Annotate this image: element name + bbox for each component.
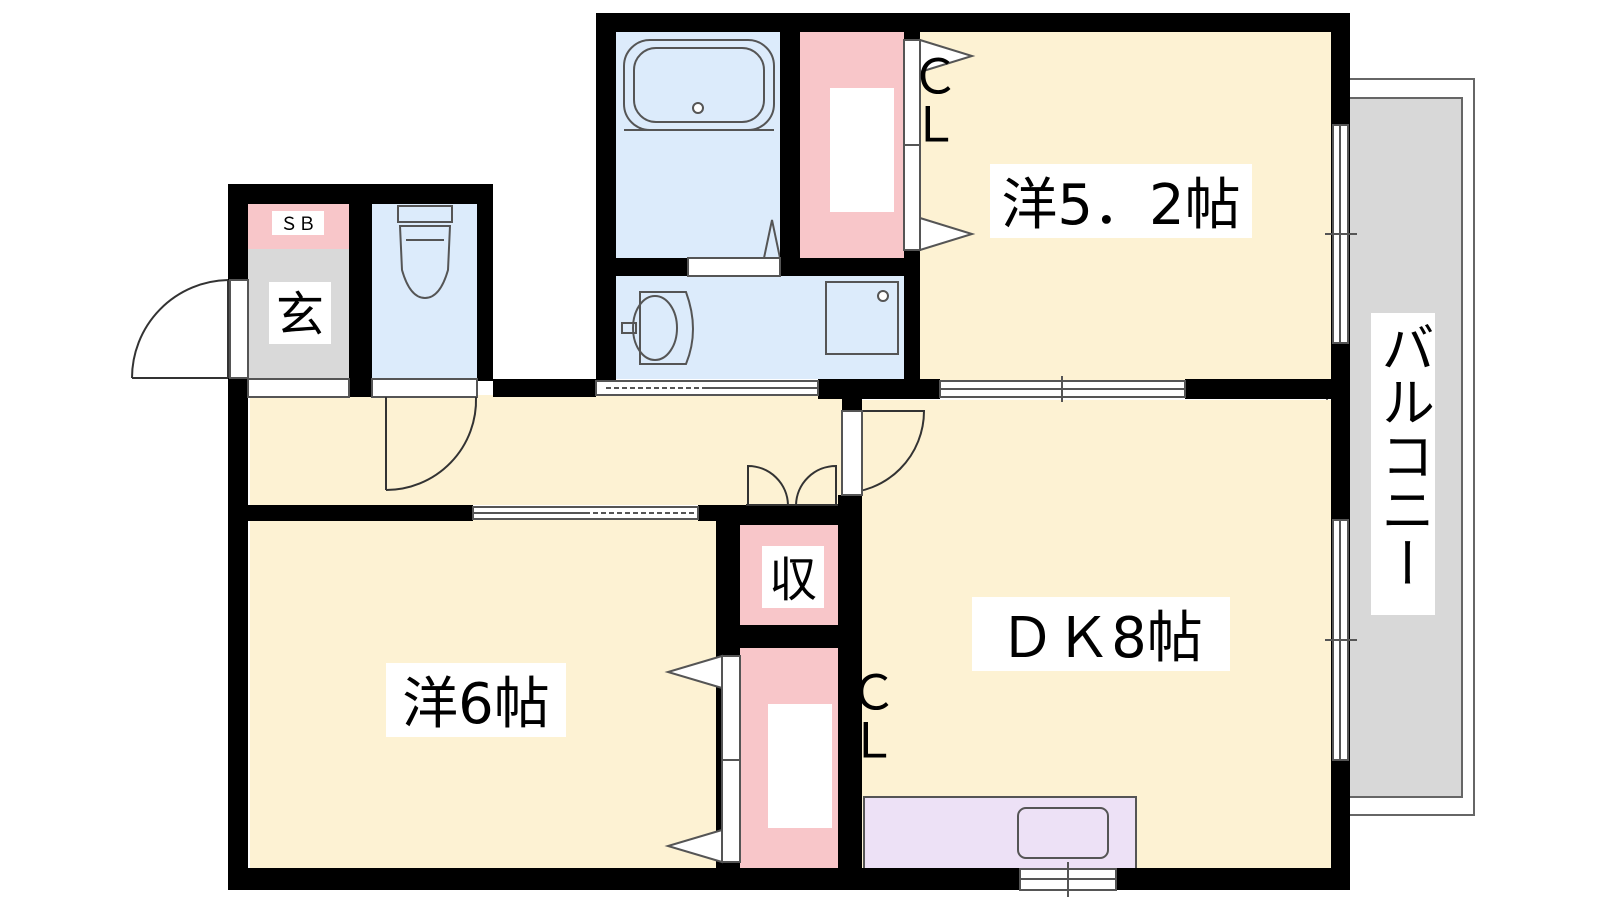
room-5-2-label-group: 洋5．2帖 [990,164,1252,238]
washing-machine-pan [825,281,899,355]
toilet-fixture [397,205,453,300]
balcony-area [1326,78,1475,816]
balcony-label: バルコニー [1372,320,1435,590]
dk-8-label: ＤＫ8帖 [999,606,1203,671]
hallway-floor [250,395,862,505]
genkan-label: 玄 [276,287,324,343]
balcony-label-group: バルコニー [1371,313,1435,615]
room-6-label-group: 洋6帖 [386,663,566,737]
storage-label: 収 [769,552,817,608]
entrance-door [131,279,229,379]
wash-basin [621,291,694,365]
storage-label-group: 収 [762,546,824,608]
sliding-doors [247,257,1186,520]
shoe-box-label-group: ＳＢ [272,211,324,235]
windows [1019,124,1357,897]
shoe-box-label: ＳＢ [280,214,316,235]
genkan-label-group: 玄 [269,282,331,344]
dk-8-label-group: ＤＫ8帖 [972,597,1230,671]
closet-doors [664,38,976,864]
toilet-door [385,396,478,491]
storage-doors [747,464,837,506]
bathtub [623,39,781,259]
room-6-label: 洋6帖 [402,672,550,737]
room-5-2-label: 洋5．2帖 [1001,173,1240,238]
kitchen-counter [863,796,1137,870]
doors [131,279,926,506]
